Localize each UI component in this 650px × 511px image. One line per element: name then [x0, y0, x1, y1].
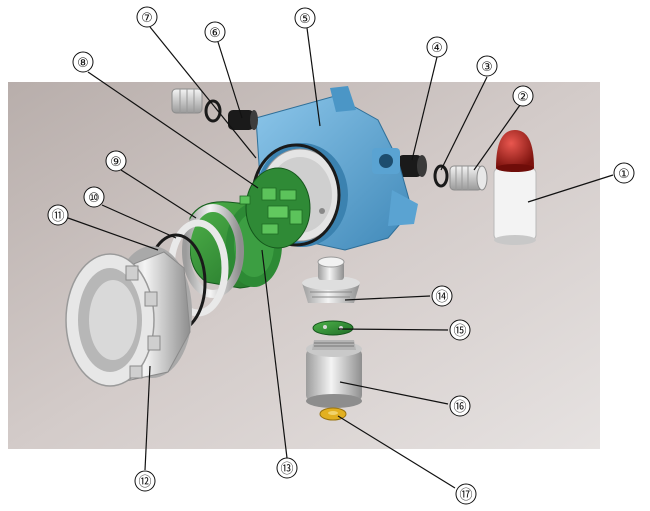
leader-lines: [67, 26, 614, 489]
callout-3: ③: [476, 55, 498, 77]
leader-11: [67, 217, 159, 251]
part-6-bushing-left: [228, 110, 258, 130]
callout-8-label: ⑧: [77, 56, 89, 71]
callout-12-label: ⑫: [138, 475, 151, 490]
leader-3: [440, 76, 488, 171]
leader-15: [337, 328, 449, 331]
callout-6-label: ⑥: [209, 26, 221, 41]
leader-7: [149, 26, 257, 159]
callout-10-label: ⑩: [88, 191, 100, 206]
callout-13: ⑬: [276, 457, 298, 479]
leader-5: [306, 27, 321, 127]
callouts: ① ② ③ ④ ⑤ ⑥ ⑦ ⑧ ⑨ ⑩ ⑪ ⑫ ⑬ ⑭ ⑮ ⑯ ⑰: [47, 6, 635, 505]
leader-17: [337, 415, 456, 489]
callout-9-label: ⑨: [110, 155, 122, 170]
leader-4: [411, 56, 438, 161]
callout-4-label: ④: [431, 41, 443, 56]
part-14-sensor-cap: [302, 256, 360, 303]
leader-6: [217, 41, 243, 119]
callout-4: ④: [426, 36, 448, 58]
part-16-sensor-body: [306, 340, 362, 408]
callout-16: ⑯: [449, 395, 471, 417]
callout-2-label: ②: [517, 90, 529, 105]
callout-12: ⑫: [134, 470, 156, 492]
o-ring-left: [204, 99, 222, 123]
leader-1: [527, 174, 614, 203]
part-2-cable-gland-right: [449, 165, 488, 191]
leader-13: [261, 249, 288, 459]
leader-9: [120, 169, 197, 219]
leader-14: [344, 295, 431, 301]
callout-2: ②: [512, 85, 534, 107]
callout-16-label: ⑯: [453, 400, 466, 415]
callout-9: ⑨: [105, 150, 127, 172]
callout-1-label: ①: [618, 167, 630, 182]
callout-14-label: ⑭: [435, 290, 448, 305]
callout-11-label: ⑪: [51, 209, 64, 224]
callout-6: ⑥: [204, 21, 226, 43]
callout-13-label: ⑬: [280, 462, 293, 477]
callout-14: ⑭: [431, 285, 453, 307]
callout-1: ①: [613, 162, 635, 184]
leader-10: [101, 204, 177, 239]
callout-7-label: ⑦: [141, 11, 153, 26]
leader-12: [144, 365, 151, 471]
callout-5-label: ⑤: [299, 12, 311, 27]
callout-5: ⑤: [294, 7, 316, 29]
callout-15-label: ⑮: [453, 324, 466, 339]
callout-11: ⑪: [47, 204, 69, 226]
part-4-bushing-right: [398, 155, 427, 177]
cable-gland-left: [171, 88, 203, 114]
part-9-metal-ring: [182, 204, 244, 298]
part-12-front-cover: [65, 246, 192, 387]
part-3-o-ring-right: [433, 164, 449, 188]
leader-2: [473, 104, 521, 171]
callout-15: ⑮: [449, 319, 471, 341]
callout-10: ⑩: [83, 186, 105, 208]
callout-17-label: ⑰: [459, 488, 472, 503]
leader-16: [339, 381, 449, 405]
leader-8: [87, 71, 259, 189]
callout-7: ⑦: [136, 6, 158, 28]
part-8-component-board: [239, 167, 311, 249]
callout-17: ⑰: [455, 483, 477, 505]
part-1-alarm-lamp: [493, 130, 537, 245]
callout-8: ⑧: [72, 51, 94, 73]
callout-3-label: ③: [481, 60, 493, 75]
part-15-green-board: [312, 320, 354, 336]
